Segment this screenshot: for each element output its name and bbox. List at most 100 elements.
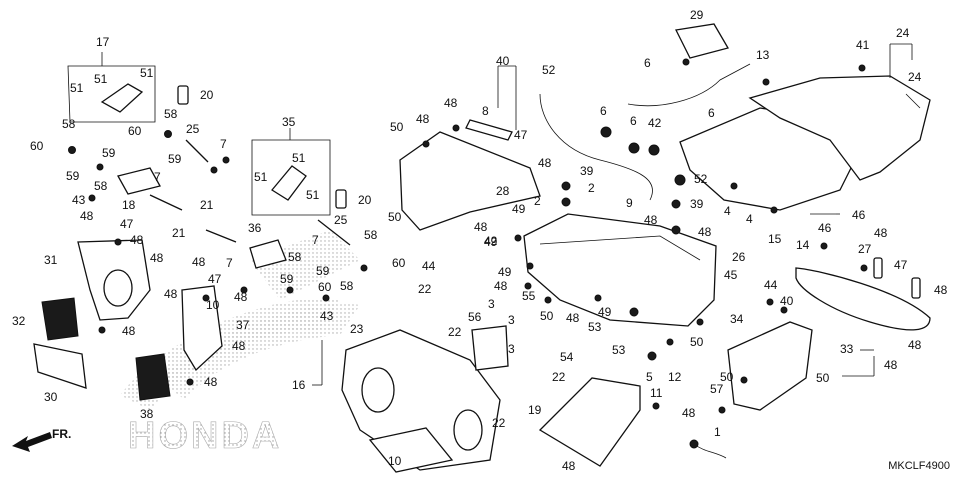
ref-label: 5: [646, 370, 653, 384]
ref-label: 32: [12, 314, 26, 328]
ref-label: 46: [818, 221, 832, 235]
ref-label: 24: [908, 70, 922, 84]
ref-label: 41: [856, 38, 870, 52]
part-38-pad: [135, 353, 171, 401]
ref-label: 6: [630, 114, 637, 128]
ref-label: 59: [280, 272, 294, 286]
ref-label: 48: [474, 220, 488, 234]
diagram-code: MKCLF4900: [888, 460, 950, 472]
ref-label: 48: [874, 226, 888, 240]
ref-label: 49: [498, 265, 512, 279]
part-13-lid-outer: [748, 75, 931, 181]
part-41-strip: [905, 93, 921, 109]
ref-label: 47: [120, 217, 134, 231]
ref-label: 25: [334, 213, 348, 227]
part-20-clip-a: [177, 85, 189, 105]
honda-wing-watermark: [120, 230, 360, 410]
ref-label: 48: [232, 339, 246, 353]
ref-label: 4: [724, 204, 731, 218]
ref-label: 15: [768, 232, 782, 246]
front-direction-arrow: [12, 432, 52, 452]
ref-label: 58: [94, 179, 108, 193]
part-21-bolt-b: [205, 229, 237, 243]
part-27-seal: [795, 267, 931, 331]
ref-label: 53: [588, 320, 602, 334]
ref-label: 6: [600, 104, 607, 118]
part-23-right-pocket: [453, 409, 483, 451]
ref-label: 58: [364, 228, 378, 242]
part-24-clip-a: [873, 257, 883, 279]
ref-label: 16: [292, 378, 306, 392]
ref-label: 26: [732, 250, 746, 264]
ref-label: 38: [140, 407, 154, 421]
ref-label: 48: [130, 233, 144, 247]
leader-lines: [101, 43, 913, 386]
direction-label: FR.: [52, 427, 72, 441]
part-20-clip-b: [335, 189, 347, 209]
part-23-left-pocket: [361, 367, 395, 413]
ref-label: 48: [682, 406, 696, 420]
ref-label: 3: [488, 297, 495, 311]
ref-label: 7: [220, 137, 227, 151]
ref-label: 51: [140, 66, 154, 80]
ref-label: 6: [708, 106, 715, 120]
ref-label: 10: [388, 454, 402, 468]
ref-label: 3: [508, 342, 515, 356]
ref-label: 35: [282, 115, 296, 129]
part-21-bolt-a: [149, 194, 183, 211]
ref-label: 20: [200, 88, 214, 102]
ref-label: 50: [390, 120, 404, 134]
ref-label: 40: [496, 54, 510, 68]
part-35-bracket: [271, 165, 307, 201]
ref-label: 24: [896, 26, 910, 40]
ref-label: 60: [318, 280, 332, 294]
part-24-clip-b: [911, 277, 921, 299]
ref-label: 48: [192, 255, 206, 269]
ref-label: 34: [730, 312, 744, 326]
ref-label: 22: [418, 282, 432, 296]
part-36-bracket: [249, 239, 287, 269]
ref-label: 50: [540, 309, 554, 323]
ref-label: 49: [512, 202, 526, 216]
ref-label: 13: [756, 48, 770, 62]
ref-label: 55: [522, 289, 536, 303]
ref-label: 7: [312, 233, 319, 247]
ref-label: 21: [200, 198, 214, 212]
ref-label: 40: [780, 294, 794, 308]
ref-label: 7: [226, 256, 233, 270]
ref-label: 14: [796, 238, 810, 252]
ref-label: 48: [538, 156, 552, 170]
part-1-connector: [689, 439, 699, 449]
ref-label: 37: [236, 318, 250, 332]
ref-label: 43: [72, 193, 86, 207]
ref-label: 22: [448, 325, 462, 339]
part-9-trunk-rim: [539, 235, 701, 261]
fasteners: [68, 58, 868, 414]
ref-label: 21: [172, 226, 186, 240]
ref-label: 27: [858, 242, 872, 256]
ref-label: 6: [644, 56, 651, 70]
ref-label: 42: [484, 234, 498, 248]
part-30-panel: [33, 343, 87, 389]
ref-label: 22: [492, 416, 506, 430]
ref-label: 44: [422, 259, 436, 273]
ref-label: 42: [648, 116, 662, 130]
part-31-hole: [103, 269, 133, 307]
ref-label: 51: [70, 81, 84, 95]
ref-label: 48: [566, 311, 580, 325]
ref-label: 48: [204, 375, 218, 389]
ref-label: 50: [720, 370, 734, 384]
ref-label: 20: [358, 193, 372, 207]
ref-label: 9: [626, 196, 633, 210]
ref-label: 39: [580, 164, 594, 178]
ref-label: 11: [650, 386, 663, 400]
ref-label: 2: [588, 181, 595, 195]
part-25-rod-b: [317, 219, 351, 246]
ref-label: 60: [128, 124, 142, 138]
ref-label: 28: [496, 184, 510, 198]
ref-label: 31: [44, 253, 58, 267]
ref-label: 47: [894, 258, 908, 272]
ref-label: 58: [62, 117, 76, 131]
ref-label: 57: [710, 382, 724, 396]
ref-label: 10: [206, 298, 220, 312]
